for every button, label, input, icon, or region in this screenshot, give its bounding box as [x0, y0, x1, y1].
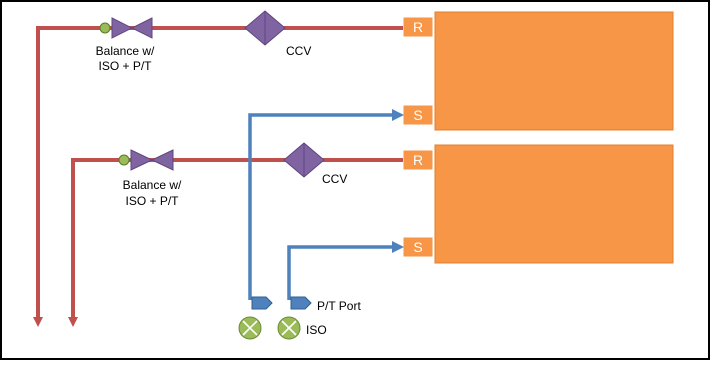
lower-supply-pipe [287, 241, 404, 300]
upper-ccv-label: CCV [286, 44, 311, 58]
upper-return-tag: R [413, 19, 423, 35]
lower-supply-tag: S [413, 239, 422, 255]
circle-cross-iso-icon [238, 316, 262, 340]
upper-pt-tap-icon [99, 22, 111, 34]
lower-return-tag: R [413, 152, 423, 168]
lower-ccv-label: CCV [322, 172, 347, 186]
upper-balance-valve [99, 17, 153, 39]
diamond-control-valve-icon [283, 142, 325, 178]
unit-upper: R S [402, 11, 674, 131]
upper-valve-label-line1: Balance w/ [96, 44, 155, 58]
pentagon-port-icon [290, 296, 312, 310]
upper-valve-label-line2: ISO + P/T [98, 59, 152, 73]
upper-return-pipe [33, 26, 403, 327]
unit-lower-body [434, 144, 674, 264]
butterfly-valve-icon [130, 149, 174, 171]
butterfly-valve-icon [111, 17, 153, 39]
lower-pt-tap-icon [118, 154, 130, 166]
unit-lower: R S [402, 144, 674, 264]
pt-port-label: P/T Port [317, 299, 361, 313]
lower-valve-label-line1: Balance w/ [123, 178, 182, 192]
upper-supply-pipe [248, 109, 404, 300]
upper-supply-tag: S [413, 107, 422, 123]
circle-cross-iso-icon [277, 316, 301, 340]
lower-balance-valve [118, 149, 174, 171]
pentagon-port-icon [251, 296, 273, 310]
diamond-control-valve-icon [244, 10, 286, 46]
iso-label: ISO [306, 323, 327, 337]
lower-valve-label-line2: ISO + P/T [125, 194, 179, 208]
unit-upper-body [434, 11, 674, 131]
